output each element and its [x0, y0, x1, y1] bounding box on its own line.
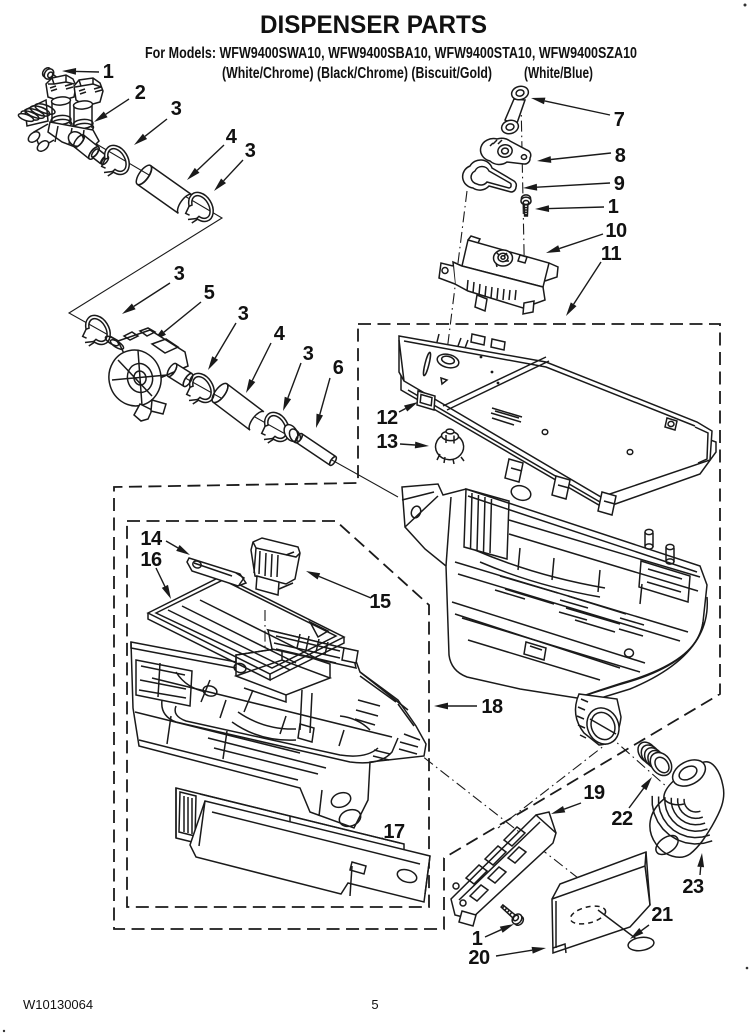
svg-text:23: 23 — [682, 876, 704, 898]
svg-text:22: 22 — [611, 808, 633, 830]
svg-text:9: 9 — [614, 173, 625, 195]
svg-text:1: 1 — [472, 928, 483, 950]
svg-text:8: 8 — [615, 145, 626, 167]
svg-text:12: 12 — [376, 407, 398, 429]
svg-text:2: 2 — [135, 82, 146, 104]
svg-text:3: 3 — [238, 303, 249, 325]
svg-text:1: 1 — [608, 196, 619, 218]
svg-text:7: 7 — [614, 109, 625, 131]
svg-text:14: 14 — [140, 528, 163, 550]
svg-text:3: 3 — [174, 263, 185, 285]
svg-text:17: 17 — [383, 821, 405, 843]
svg-text:3: 3 — [303, 343, 314, 365]
svg-text:19: 19 — [583, 782, 605, 804]
svg-text:DISPENSER PARTS: DISPENSER PARTS — [260, 11, 487, 39]
svg-text:21: 21 — [651, 904, 673, 926]
svg-text:6: 6 — [333, 357, 344, 379]
svg-text:11: 11 — [601, 243, 622, 265]
svg-text:1: 1 — [103, 61, 114, 83]
svg-text:4: 4 — [226, 126, 238, 148]
svg-text:4: 4 — [274, 323, 286, 345]
svg-text:3: 3 — [171, 98, 182, 120]
svg-text:(White/Chrome) (Black/Chrome): (White/Chrome) (Black/Chrome) (Biscuit/G… — [222, 65, 492, 82]
svg-text:18: 18 — [481, 696, 503, 718]
svg-text:10: 10 — [605, 220, 627, 242]
svg-text:5: 5 — [204, 282, 215, 304]
svg-text:16: 16 — [140, 549, 162, 571]
svg-text:3: 3 — [245, 140, 256, 162]
svg-text:For Models: WFW9400SWA10, WFW9: For Models: WFW9400SWA10, WFW9400SBA10, … — [145, 45, 637, 62]
svg-text:5: 5 — [371, 997, 378, 1012]
svg-text:20: 20 — [468, 947, 490, 969]
svg-text:15: 15 — [369, 591, 391, 613]
svg-text:W10130064: W10130064 — [23, 997, 93, 1012]
svg-text:13: 13 — [376, 431, 398, 453]
svg-text:(White/Blue): (White/Blue) — [524, 65, 593, 82]
